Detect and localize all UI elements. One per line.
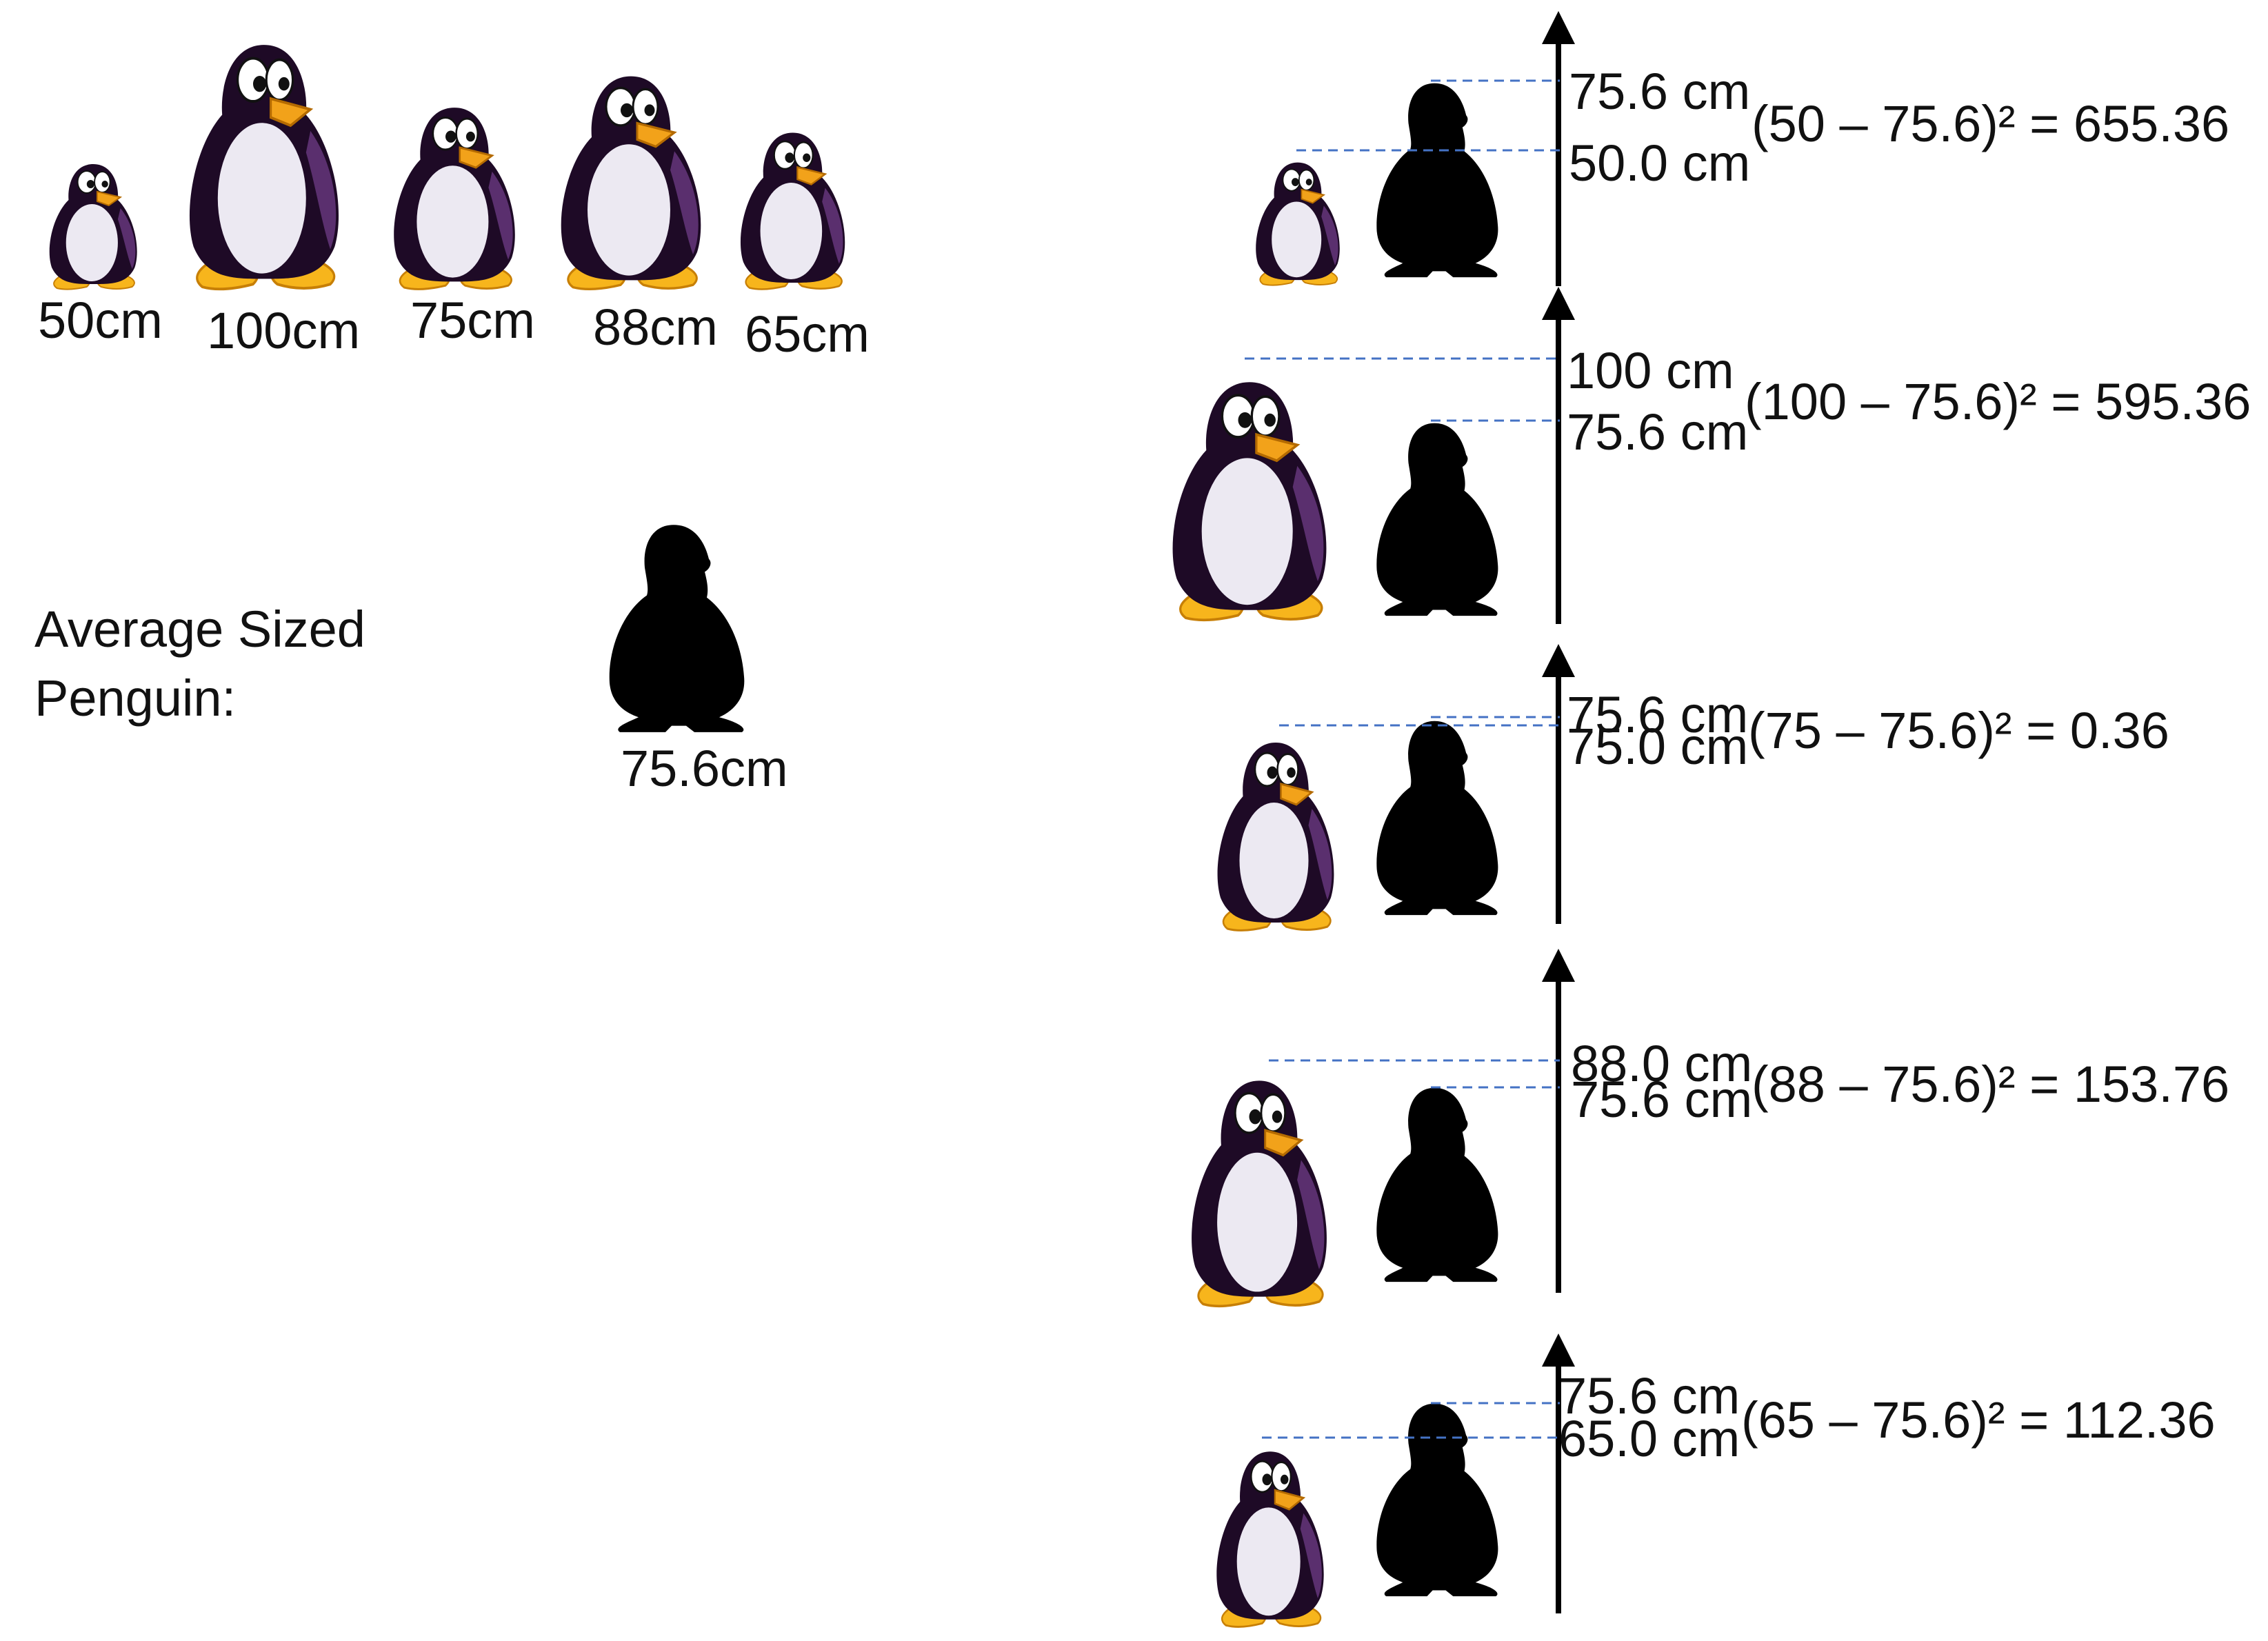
comparison-3-penguin (1216, 741, 1335, 932)
penguin-65-label: 65cm (745, 305, 870, 363)
penguin-88-label: 88cm (593, 299, 718, 356)
comparison-5-upper-label: 75.6 cm (1558, 1367, 1740, 1424)
penguin-88-figure (559, 74, 703, 291)
comparison-4: 88.0 cm 75.6 cm (88 – 75.6)² = 153.76 (1190, 949, 2229, 1308)
average-title-line1: Average Sized (34, 601, 365, 658)
average-penguin-section: Average Sized Penguin: 75.6cm (34, 525, 788, 797)
comparison-2-lower-label: 75.6 cm (1567, 403, 1748, 461)
comparison-1-upper-label: 75.6 cm (1569, 63, 1750, 120)
comparison-3: 75.6 cm 75.0 cm (75 – 75.6)² = 0.36 (1216, 644, 2169, 932)
penguin-75-label: 75cm (410, 292, 535, 349)
comparison-4-silhouette (1376, 1087, 1498, 1282)
penguin-100-figure (188, 43, 341, 291)
comparison-1-silhouette (1376, 83, 1498, 278)
comparison-2-silhouette (1376, 423, 1498, 616)
comparison-3-lower-label: 75.0 cm (1567, 718, 1748, 775)
comparison-1-penguin (1255, 161, 1341, 286)
comparison-5: 75.6 cm 65.0 cm (65 – 75.6)² = 112.36 (1215, 1333, 2216, 1628)
comparison-1-lower-label: 50.0 cm (1569, 134, 1750, 192)
comparison-4-lower-label: 75.6 cm (1571, 1071, 1752, 1128)
comparison-5-lower-label: 65.0 cm (1558, 1410, 1740, 1467)
comparison-5-silhouette (1376, 1403, 1498, 1597)
comparison-1-formula: (50 – 75.6)² = 655.36 (1752, 95, 2229, 152)
comparison-4-penguin (1190, 1079, 1328, 1308)
comparison-4-formula: (88 – 75.6)² = 153.76 (1752, 1056, 2229, 1113)
comparison-3-upper-label: 75.6 cm (1567, 686, 1748, 743)
comparison-4-upper-label: 88.0 cm (1571, 1035, 1752, 1092)
comparison-3-silhouette (1376, 721, 1498, 916)
comparison-2-penguin (1171, 381, 1328, 622)
penguin-100-label: 100cm (207, 302, 360, 359)
average-penguin-label: 75.6cm (621, 740, 788, 797)
comparison-1: 75.6 cm 50.0 cm (50 – 75.6)² = 655.36 (1255, 11, 2229, 286)
penguin-50-label: 50cm (38, 292, 163, 349)
penguin-75-figure (392, 106, 516, 290)
comparison-2-formula: (100 – 75.6)² = 595.36 (1745, 373, 2251, 430)
average-title-line2: Penguin: (34, 670, 236, 727)
comparison-5-penguin (1215, 1450, 1325, 1628)
penguin-50-figure (48, 163, 138, 290)
penguin-65-figure (739, 132, 846, 290)
penguin-row: 50cm 100cm 75cm 88cm 65cm (38, 43, 870, 363)
comparison-5-formula: (65 – 75.6)² = 112.36 (1741, 1391, 2216, 1449)
comparison-2-upper-label: 100 cm (1567, 342, 1734, 399)
comparison-2: 100 cm 75.6 cm (100 – 75.6)² = 595.36 (1171, 287, 2251, 624)
comparison-3-formula: (75 – 75.6)² = 0.36 (1748, 702, 2169, 759)
average-penguin-silhouette (609, 525, 745, 732)
